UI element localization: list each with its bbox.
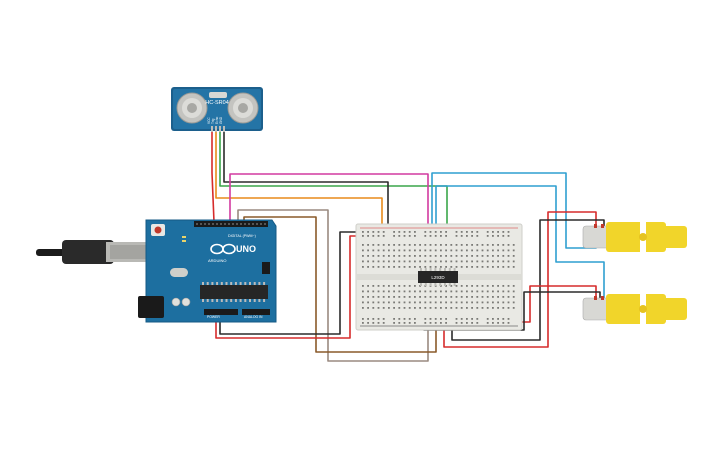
svg-text:GND: GND	[219, 116, 223, 124]
ultrasonic-sensor[interactable]: HC-SR04 VCC Trig Echo GND	[171, 87, 263, 132]
transducer-right	[227, 92, 259, 124]
wire-red-motor-1[interactable]	[443, 211, 597, 348]
wires	[211, 130, 605, 362]
wire-brown[interactable]	[243, 216, 437, 353]
wire-black-motor-1[interactable]	[451, 219, 605, 341]
atmega-chip	[200, 285, 268, 299]
power-header[interactable]	[204, 309, 238, 315]
wire-blue-2[interactable]	[435, 185, 605, 300]
digital-header-label: DIGITAL (PWM~)	[228, 234, 256, 238]
wire-pink[interactable]	[229, 173, 429, 236]
analog-header[interactable]	[242, 309, 270, 315]
wire-sensor-echo[interactable]	[219, 130, 448, 236]
power-header-label: POWER	[207, 315, 220, 319]
analog-header-label: ANALOG IN	[244, 315, 263, 319]
l293d-chip[interactable]: L293D	[418, 268, 458, 286]
svg-text:ARDUINO: ARDUINO	[208, 258, 226, 263]
arduino-logo: UNO ARDUINO	[208, 243, 256, 263]
arduino-uno[interactable]: UNO ARDUINO DIGITAL (PWM~) POWER ANALOG …	[36, 219, 277, 323]
svg-text:Echo: Echo	[215, 117, 219, 124]
wire-gray[interactable]	[237, 209, 429, 362]
dc-motor-2[interactable]	[582, 284, 687, 334]
wire-red-5v[interactable]	[215, 235, 360, 339]
wire-sensor-gnd[interactable]	[223, 130, 389, 236]
sensor-pin-labels: VCC Trig Echo GND	[207, 116, 223, 124]
sensor-pins	[211, 126, 225, 132]
chip-label: L293D	[431, 275, 445, 280]
digital-header[interactable]	[194, 221, 268, 227]
wire-black-gnd[interactable]	[219, 231, 372, 335]
dc-motor-1[interactable]	[582, 212, 687, 262]
wire-sensor-trig[interactable]	[215, 130, 383, 236]
sensor-model-label: HC-SR04	[205, 100, 229, 106]
transducer-left	[176, 92, 208, 124]
usb-cable	[36, 240, 146, 264]
power-jack	[138, 296, 164, 318]
svg-text:Trig: Trig	[211, 118, 215, 124]
breadboard[interactable]: L293D	[355, 223, 523, 331]
wire-sensor-vcc[interactable]	[211, 130, 215, 223]
svg-text:UNO: UNO	[236, 244, 256, 254]
svg-text:VCC: VCC	[207, 117, 211, 124]
